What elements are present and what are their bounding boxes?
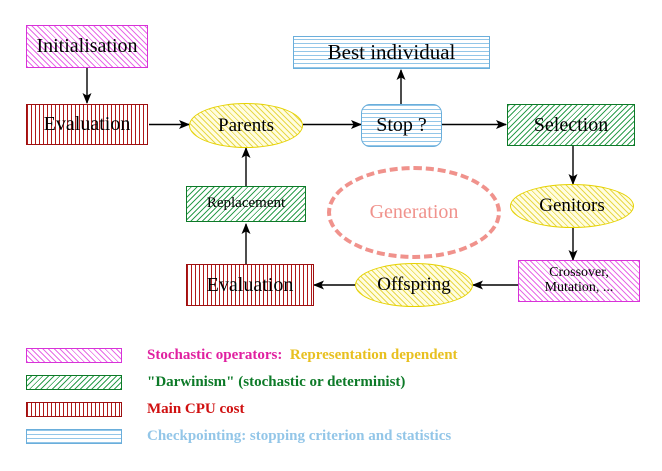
node-replacement[interactable]: Replacement (186, 186, 306, 222)
node-parents-label: Parents (218, 114, 274, 136)
node-initialisation[interactable]: Initialisation (26, 25, 148, 68)
legend-row-darwinism: "Darwinism" (stochastic or determinist) (26, 371, 405, 393)
legend-text-stochastic-operators: Stochastic operators: Representation dep… (147, 347, 458, 364)
node-generation-label: Generation (369, 201, 459, 223)
legend-row-stochastic-operators: Stochastic operators: Representation dep… (26, 344, 458, 366)
node-stop[interactable]: Stop ? (361, 104, 442, 147)
legend-label-darwinism: "Darwinism" (stochastic or determinist) (147, 373, 406, 390)
legend-text-darwinism: "Darwinism" (stochastic or determinist) (147, 374, 405, 391)
node-generation-boundary: Generation (327, 166, 501, 259)
node-selection-label: Selection (533, 113, 609, 136)
legend-label-stochastic-operators: Stochastic operators: (147, 346, 283, 363)
legend-swatch-green (26, 374, 122, 390)
legend: Stochastic operators: Representation dep… (0, 336, 662, 471)
node-stop-label: Stop ? (376, 114, 427, 136)
node-initialisation-label: Initialisation (36, 35, 138, 57)
node-best-individual[interactable]: Best individual (293, 36, 490, 69)
node-replacement-label: Replacement (206, 195, 286, 212)
legend-label-checkpointing: Checkpointing: stopping criterion and st… (147, 427, 452, 444)
node-genitors[interactable]: Genitors (510, 184, 634, 228)
legend-swatch-blue (26, 428, 122, 444)
node-genitors-label: Genitors (539, 195, 605, 217)
node-parents[interactable]: Parents (189, 103, 303, 148)
node-evaluation-bottom-label: Evaluation (206, 273, 294, 296)
legend-label-main-cpu-cost: Main CPU cost (147, 400, 245, 417)
node-selection[interactable]: Selection (507, 104, 635, 146)
node-crossover-mutation[interactable]: Crossover, Mutation, ... (518, 260, 640, 302)
legend-row-main-cpu-cost: Main CPU cost (26, 398, 245, 420)
legend-label-representation-dependent: Representation dependent (289, 346, 458, 363)
legend-text-main-cpu-cost: Main CPU cost (147, 401, 245, 418)
legend-swatch-magenta (26, 347, 122, 363)
node-evaluation-top[interactable]: Evaluation (26, 104, 148, 145)
node-offspring-label: Offspring (377, 274, 451, 296)
node-best-individual-label: Best individual (327, 40, 456, 65)
node-evaluation-top-label: Evaluation (43, 113, 131, 135)
node-offspring[interactable]: Offspring (355, 263, 473, 307)
node-evaluation-bottom[interactable]: Evaluation (186, 264, 314, 306)
node-crossover-mutation-label: Crossover, Mutation, ... (544, 265, 614, 295)
legend-text-checkpointing: Checkpointing: stopping criterion and st… (147, 428, 451, 445)
legend-swatch-red (26, 401, 122, 417)
legend-row-checkpointing: Checkpointing: stopping criterion and st… (26, 425, 451, 447)
